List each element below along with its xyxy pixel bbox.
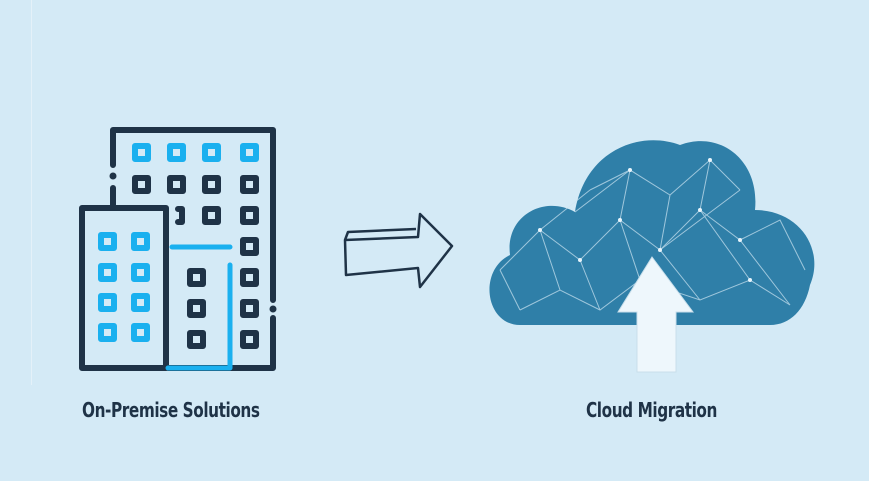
cloud-icon xyxy=(489,140,815,325)
cloud-migration-label: Cloud Migration xyxy=(586,398,717,422)
upload-arrow-icon xyxy=(617,256,694,373)
building-icon xyxy=(79,127,277,371)
on-premise-label: On-Premise Solutions xyxy=(82,398,260,422)
divider xyxy=(31,0,32,385)
arrow-right-icon xyxy=(343,212,454,289)
